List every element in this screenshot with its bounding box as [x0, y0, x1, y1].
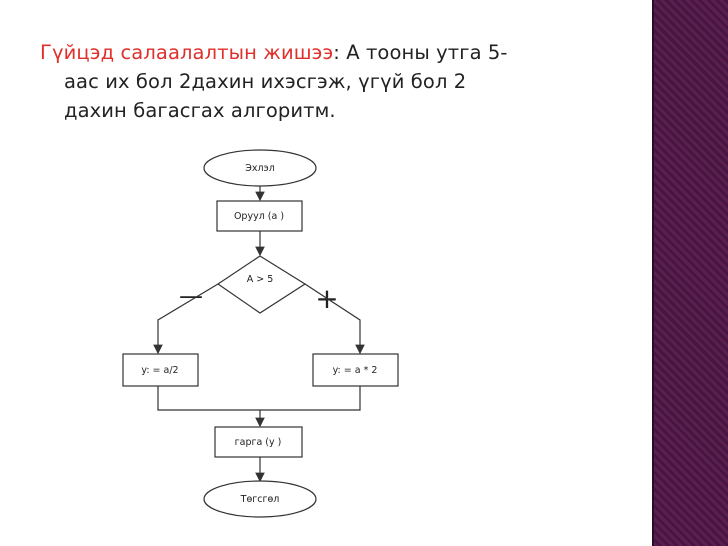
start-label: Эхлэл [245, 163, 275, 174]
edge-condition-no [153, 283, 219, 355]
yes-action-label: y: = a * 2 [333, 365, 378, 376]
edge-merge [157, 386, 361, 411]
side-band-edge [652, 0, 654, 546]
no-action-node [122, 353, 199, 387]
output-node [214, 426, 303, 458]
heading-line-1-rest: : А тооны утга 5- [333, 41, 508, 64]
edge-condition-yes [304, 283, 365, 355]
heading-highlight: Гүйцэд салаалалтын жишээ [40, 41, 334, 64]
input-label: Оруул (a ) [234, 211, 284, 222]
heading-line-1: Гүйцэд салаалалтын жишээ: А тооны утга 5… [40, 38, 600, 67]
output-label: гарга (y ) [235, 437, 282, 448]
heading-line-2: аас их бол 2дахин ихэсгэж, үгүй бол 2 [64, 70, 467, 93]
end-node [203, 480, 317, 518]
heading-line-3: дахин багасгах алгоритм. [64, 99, 336, 122]
decorative-side-band [654, 0, 728, 546]
yes-action-node [312, 353, 399, 387]
end-label: Төгсгөл [240, 494, 280, 505]
condition-node [216, 255, 307, 314]
slide-heading: Гүйцэд салаалалтын жишээ: А тооны утга 5… [40, 38, 600, 125]
condition-label: A > 5 [247, 274, 274, 285]
no-action-label: y: = a/2 [141, 365, 178, 376]
